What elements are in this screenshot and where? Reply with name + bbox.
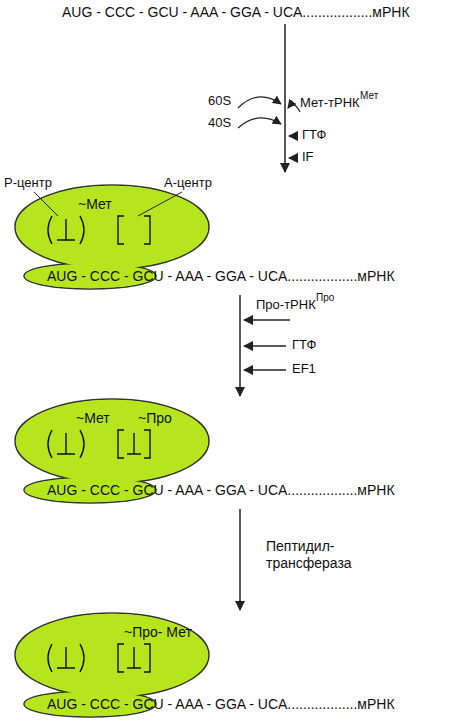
curved-arrow bbox=[288, 105, 300, 112]
reagent-label: Про-тРНК bbox=[256, 298, 316, 313]
process-arrow bbox=[239, 509, 241, 610]
leader-line bbox=[34, 192, 58, 216]
reagent-label: Р-центр bbox=[4, 176, 52, 191]
process-arrow bbox=[284, 24, 286, 172]
leader-line bbox=[138, 192, 182, 216]
subunit-outline bbox=[15, 185, 209, 269]
reagent-label: EF1 bbox=[292, 362, 316, 377]
subunit-outline bbox=[15, 399, 209, 483]
ribosome: ~Мет ~Про bbox=[12, 398, 262, 504]
ribosome-shape bbox=[12, 398, 262, 504]
subunit-fill bbox=[16, 614, 208, 696]
superscript-label: Про bbox=[316, 292, 334, 304]
reagent-label: ГТФ bbox=[302, 128, 326, 143]
reagent-label: Мет-тРНК bbox=[300, 96, 360, 111]
trna-symbol bbox=[48, 216, 84, 244]
input-arrow bbox=[289, 157, 298, 159]
connector-layer bbox=[240, 295, 241, 610]
subunit-fill bbox=[25, 478, 155, 502]
amino-acid-label: ~Про bbox=[138, 410, 172, 426]
reagent-label: 40S bbox=[208, 116, 231, 131]
trna-symbol bbox=[118, 430, 150, 458]
subunit-fill bbox=[25, 264, 155, 288]
superscript-label: Мет bbox=[360, 90, 378, 102]
curved-arrow bbox=[238, 97, 281, 108]
reagent-label: ГТФ bbox=[292, 338, 316, 353]
reagent-label: IF bbox=[302, 150, 314, 165]
subunit-fill bbox=[16, 400, 208, 482]
mrna-sequence: AUG - CCC - GCU - AAA - GGA - UCA.......… bbox=[62, 4, 410, 20]
input-arrow bbox=[244, 319, 290, 321]
subunit-fill bbox=[25, 692, 155, 716]
input-arrow bbox=[244, 345, 286, 347]
reagent-label: А-центр bbox=[164, 176, 212, 191]
process-arrow bbox=[239, 295, 241, 396]
subunit-outline bbox=[15, 613, 209, 697]
trna-symbol bbox=[118, 644, 150, 672]
trna-symbol bbox=[48, 430, 84, 458]
input-arrow bbox=[289, 135, 298, 137]
subunit-fill bbox=[16, 186, 208, 268]
site-bracket bbox=[118, 216, 150, 244]
curved-arrow bbox=[238, 118, 281, 128]
ribosome: ~Про- Мет bbox=[12, 612, 262, 718]
trna-symbol bbox=[48, 644, 84, 672]
input-arrow bbox=[244, 369, 286, 371]
enzyme-label: Пептидил- трансфераза bbox=[266, 538, 366, 572]
amino-acid-label: ~Мет bbox=[76, 410, 110, 426]
ribosome: ~Мет bbox=[12, 184, 262, 290]
reagent-label: 60S bbox=[208, 94, 231, 109]
ribosome-shape bbox=[12, 184, 262, 290]
amino-acid-label: ~Про- Мет bbox=[124, 624, 192, 640]
amino-acid-label: ~Мет bbox=[78, 196, 112, 212]
